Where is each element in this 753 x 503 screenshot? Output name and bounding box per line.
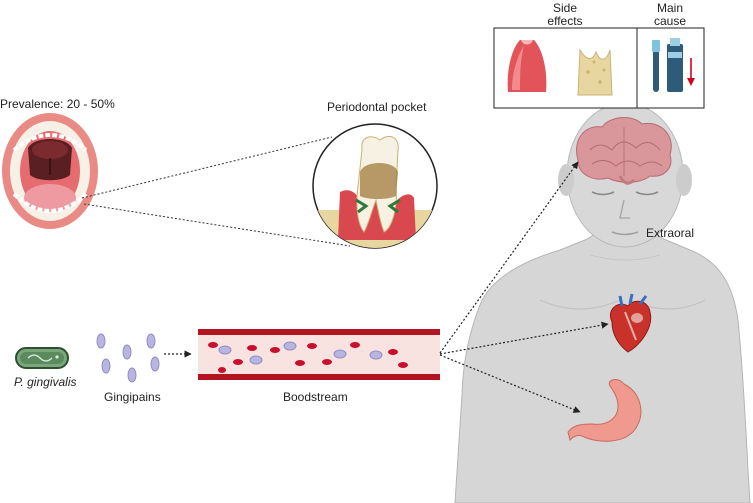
bone-loss-icon bbox=[577, 48, 613, 96]
prevalence-label: Prevalence: 20 - 50% bbox=[0, 97, 115, 111]
inflamed-gum-icon bbox=[507, 40, 547, 92]
heart-icon bbox=[610, 293, 652, 353]
arrow-to-brain bbox=[439, 161, 579, 354]
periodontal-pocket-icon bbox=[312, 123, 438, 249]
arrow-to-heart bbox=[439, 321, 609, 355]
periodontal-pocket-label: Periodontal pocket bbox=[327, 100, 427, 114]
gingipains-label: Gingipains bbox=[104, 390, 161, 404]
down-arrow-icon bbox=[687, 58, 695, 86]
toothbrush-icon bbox=[652, 40, 660, 92]
zoom-line-bottom bbox=[83, 203, 351, 247]
toothpaste-icon bbox=[667, 38, 683, 92]
blood-vessel-icon bbox=[198, 329, 440, 380]
tooth-cross-section-icon bbox=[356, 135, 399, 233]
stomach-icon bbox=[567, 379, 642, 442]
side-effects-label: Side bbox=[553, 1, 577, 15]
arrow-to-stomach bbox=[439, 354, 581, 413]
blood-cells bbox=[208, 342, 408, 373]
gingipains-in-blood bbox=[218, 341, 383, 365]
extraoral-label: Extraoral bbox=[646, 226, 694, 240]
p-gingivalis-label: P. gingivalis bbox=[14, 375, 76, 389]
bacterium-icon bbox=[15, 347, 69, 369]
main-cause-label: Main bbox=[657, 1, 683, 15]
zoom-line-top bbox=[81, 136, 333, 199]
brain-icon bbox=[576, 117, 672, 185]
main-cause-label-2: cause bbox=[654, 14, 686, 28]
bloodstream-label: Boodstream bbox=[283, 390, 348, 404]
gingipains-group bbox=[96, 333, 160, 383]
side-effects-label-2: effects bbox=[547, 14, 582, 28]
open-mouth-icon bbox=[2, 113, 98, 229]
